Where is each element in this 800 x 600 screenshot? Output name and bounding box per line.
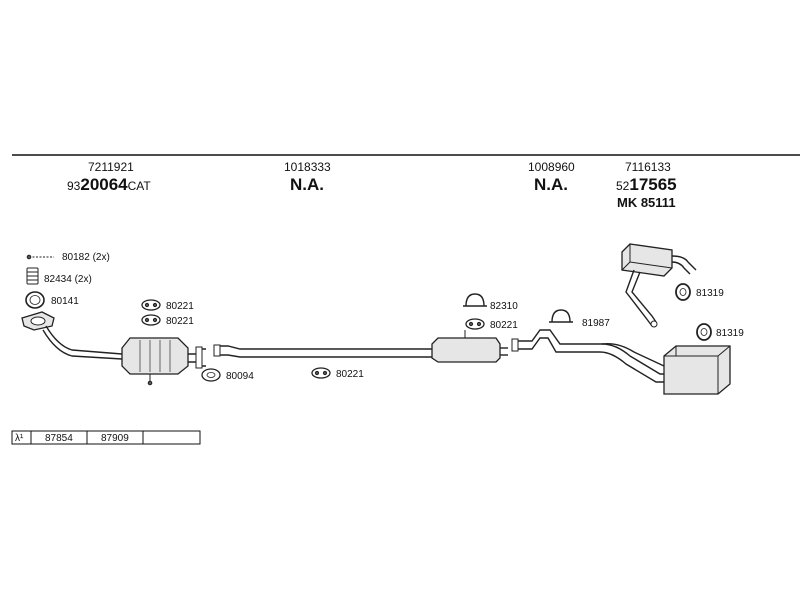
col1-part: 9320064CAT [67,175,151,194]
col1-part-suffix: CAT [128,179,152,193]
col2-number: 1018333 [284,160,331,174]
col4-part-main: 17565 [629,175,676,194]
callout-81319-b: 81319 [716,328,744,339]
callout-81319-a: 81319 [696,288,724,299]
callout-82310: 82310 [490,301,518,312]
callout-80221-c: 80221 [336,369,364,380]
ring-80141 [25,291,45,309]
tail-silencer [621,243,697,328]
col1-part-main: 20064 [80,175,128,194]
ring-81319-a [675,283,691,301]
col1-part-prefix: 93 [67,179,81,193]
gasket-80094 [201,368,221,382]
bolt-80182 [26,254,54,260]
spring-82434 [26,267,39,285]
col3-part: N.A. [534,175,568,194]
col4-number: 7116133 [625,160,671,174]
callout-80221-d: 80221 [490,320,518,331]
callout-80141: 80141 [51,296,79,307]
lambda-table: λ¹ 87854 87909 [11,430,201,445]
lambda-symbol: λ¹ [15,433,24,444]
callout-80221-b: 80221 [166,316,194,327]
col3-number: 1008960 [528,160,575,174]
clamp-80221-a [141,299,161,311]
clamp-80221-b [141,314,161,326]
callout-81987: 81987 [582,318,610,329]
callout-80182: 80182 (2x) [62,252,110,263]
clamp-80221-c [311,367,331,379]
col2-part: N.A. [290,175,324,194]
callout-80094: 80094 [226,371,254,382]
lambda-cell-2: 87909 [101,433,129,444]
clamp-82310 [463,293,487,307]
front-pipe-catalyst [21,311,206,386]
middle-pipe-silencer [213,330,508,363]
col4-part: 5217565 [616,175,677,194]
col4-part-prefix: 52 [616,179,630,193]
lambda-cell-1: 87854 [45,433,73,444]
callout-82434: 82434 (2x) [44,274,92,285]
clamp-81987 [549,309,573,323]
col1-number: 7211921 [88,160,134,174]
rear-pipe-silencer [511,329,731,395]
clamp-80221-d [465,318,485,330]
ring-81319-b [696,323,712,341]
col4-extra: MK 85111 [617,195,676,210]
callout-80221-a: 80221 [166,301,194,312]
